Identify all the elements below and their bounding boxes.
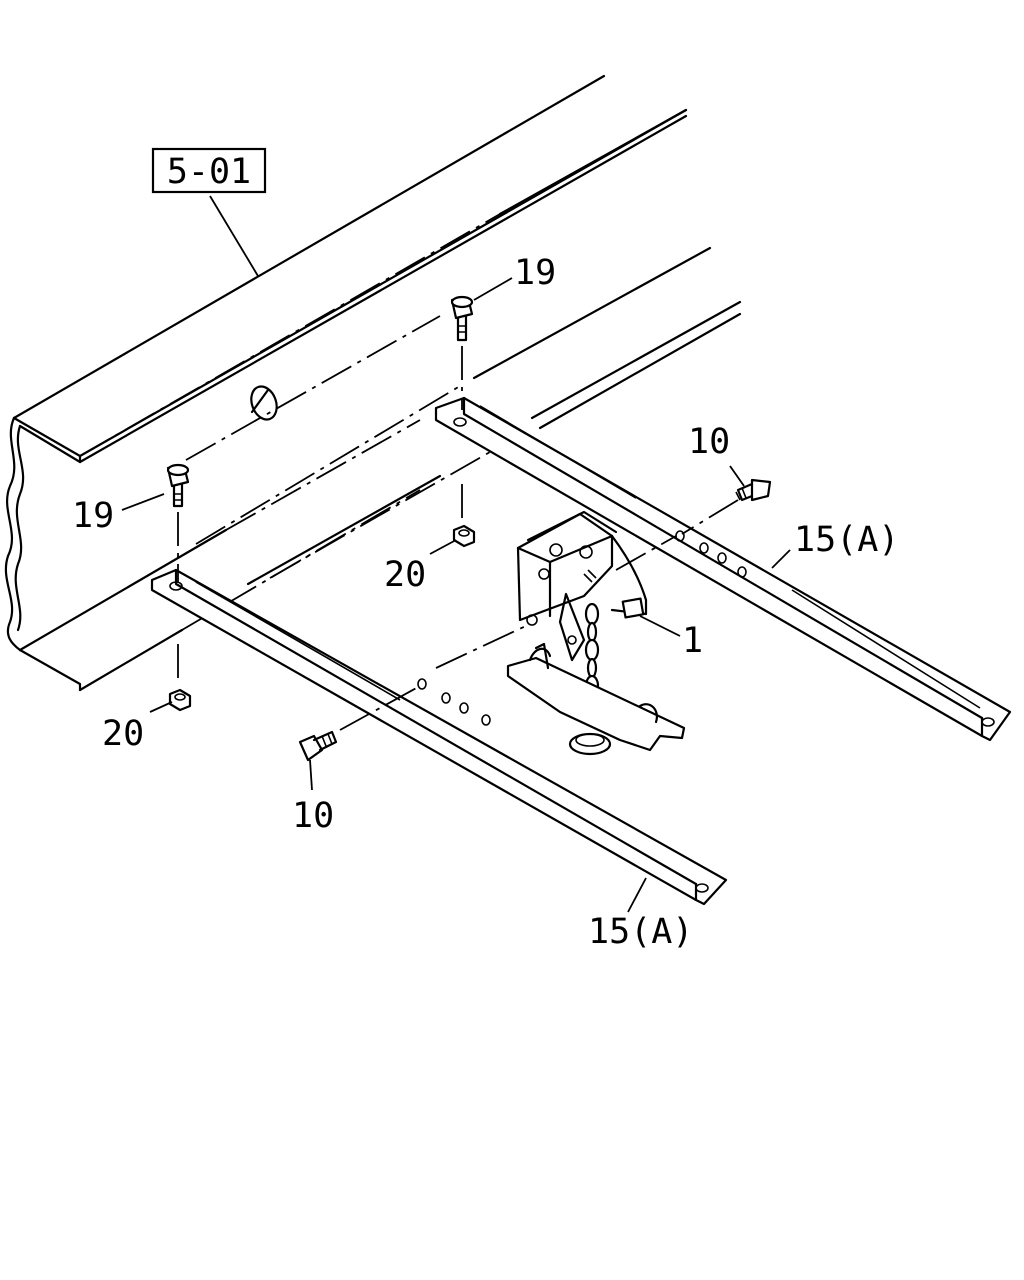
callout-20-lower: 20 (102, 714, 144, 754)
bolt-19-lower (166, 463, 190, 582)
callout-15a-upper: 15(A) (794, 520, 899, 560)
bracket-lower (150, 568, 728, 906)
callout-10-lower: 10 (292, 796, 334, 836)
screw-10-upper (681, 478, 772, 535)
leader-lines (121, 195, 791, 913)
bracket-upper (434, 396, 1012, 742)
callout-10-upper: 10 (688, 422, 730, 462)
frame-rail (4, 74, 742, 692)
reference-box-5-01[interactable]: 5-01 (151, 147, 267, 194)
callout-1-carrier: 1 (682, 621, 703, 661)
bolt-19-upper (450, 295, 474, 410)
callout-20-upper: 20 (384, 555, 426, 595)
callout-19-upper: 19 (514, 253, 556, 293)
nut-20-upper (452, 484, 476, 548)
spare-tire-carrier (506, 510, 686, 756)
screw-10-lower (298, 685, 421, 762)
nut-20-lower (168, 644, 192, 712)
side-axis-line (615, 535, 677, 571)
callout-15a-lower: 15(A) (588, 912, 693, 952)
center-axis-line (435, 623, 531, 669)
callout-19-lower: 19 (72, 496, 114, 536)
reference-label: 5-01 (167, 152, 251, 192)
